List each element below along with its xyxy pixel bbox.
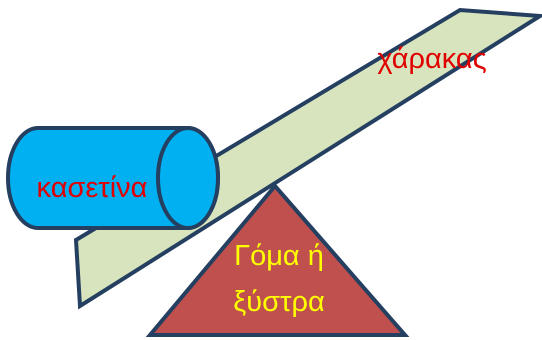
fulcrum-label-line1: Γόμα ή [234, 240, 324, 272]
ruler-label: χάρακας [377, 43, 486, 75]
ruler-plank [73, 7, 542, 310]
cylinder-end-cap [156, 126, 220, 230]
pencil-case-cylinder [6, 126, 220, 230]
fulcrum-triangle [145, 182, 410, 337]
pencil-case-label: κασετίνα [37, 172, 148, 204]
fulcrum-label-line2: ξύστρα [233, 286, 324, 318]
